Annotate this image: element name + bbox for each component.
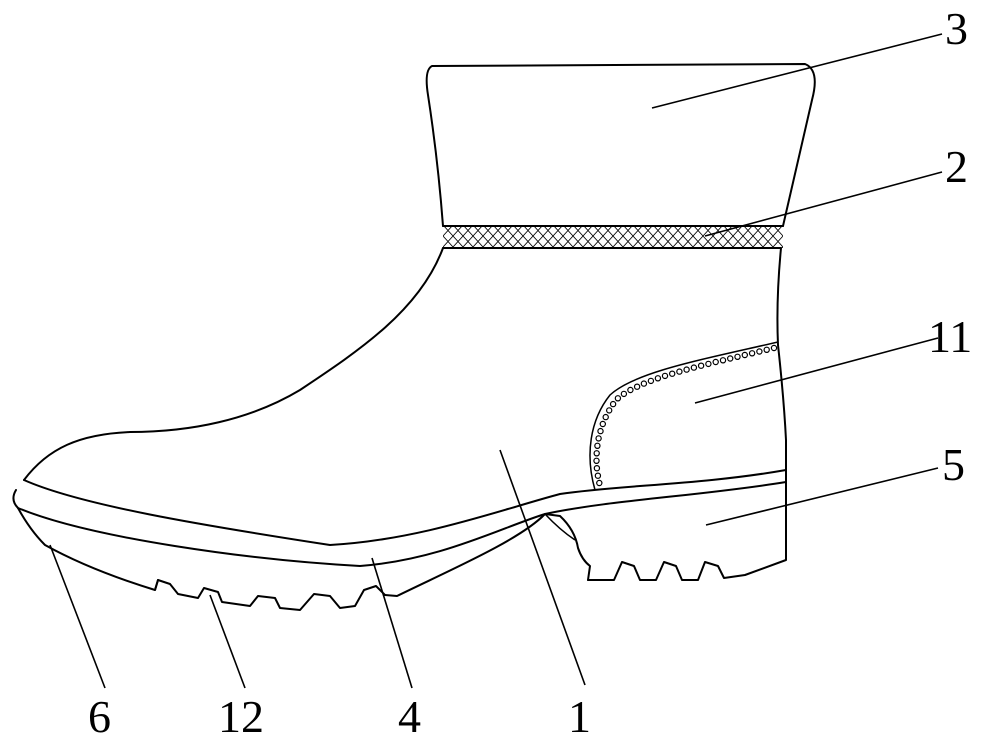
stitch-dot [621,391,626,396]
stitch-dot [594,451,599,456]
leader-1 [500,450,585,685]
stitch-dot [706,361,711,366]
label-6: 6 [88,691,111,742]
label-2: 2 [945,141,968,192]
stitch-dot [641,381,646,386]
heel-counter [590,342,778,490]
label-12: 12 [218,691,264,742]
stitch-dot [594,466,599,471]
shank-outsole [385,514,590,596]
stitch-dot [750,351,755,356]
stitch-dot [677,369,682,374]
heel-counter-stitching [594,345,777,486]
leader-lines [50,34,942,688]
stitch-dot [597,480,602,485]
stitch-dot [728,356,733,361]
leader-3 [652,34,942,108]
boot-collar [427,64,815,226]
stitch-dot [595,443,600,448]
leader-12 [210,595,245,688]
boot-heel-back [777,248,786,558]
stitch-dot [635,384,640,389]
stitch-dot [713,359,718,364]
stitch-dot [607,408,612,413]
stitch-dot [684,367,689,372]
stitch-dot [655,376,660,381]
stitch-dot [764,347,769,352]
leader-4 [372,558,412,688]
boot-upper-front [24,248,443,480]
stitch-dot [594,458,599,463]
stitch-dot [603,415,608,420]
label-1: 1 [568,691,591,742]
stitch-dot [670,371,675,376]
stitch-dot [742,352,747,357]
heel-tread [588,558,786,580]
label-5: 5 [942,439,965,490]
label-3: 3 [945,3,968,54]
stitch-dot [757,349,762,354]
stitch-dot [720,358,725,363]
stitch-dot [648,378,653,383]
stitch-dot [735,354,740,359]
stitch-dot [600,421,605,426]
leader-6 [50,545,105,688]
stitch-dot [771,345,776,350]
front-tread [155,580,385,610]
stitch-dot [691,365,696,370]
stitch-dot [662,373,667,378]
outsole-front [18,508,158,590]
stitch-dot [699,363,704,368]
label-11: 11 [928,311,972,362]
upper-sole-seam [24,470,786,545]
leader-11 [695,338,938,403]
stitch-dot [611,402,616,407]
boot-welt [13,482,786,566]
stitch-dot [615,396,620,401]
stitch-dot [598,429,603,434]
stitch-dot [596,436,601,441]
stitch-dot [595,473,600,478]
leader-2 [705,172,942,236]
stitch-dot [628,387,633,392]
label-4: 4 [398,691,421,742]
